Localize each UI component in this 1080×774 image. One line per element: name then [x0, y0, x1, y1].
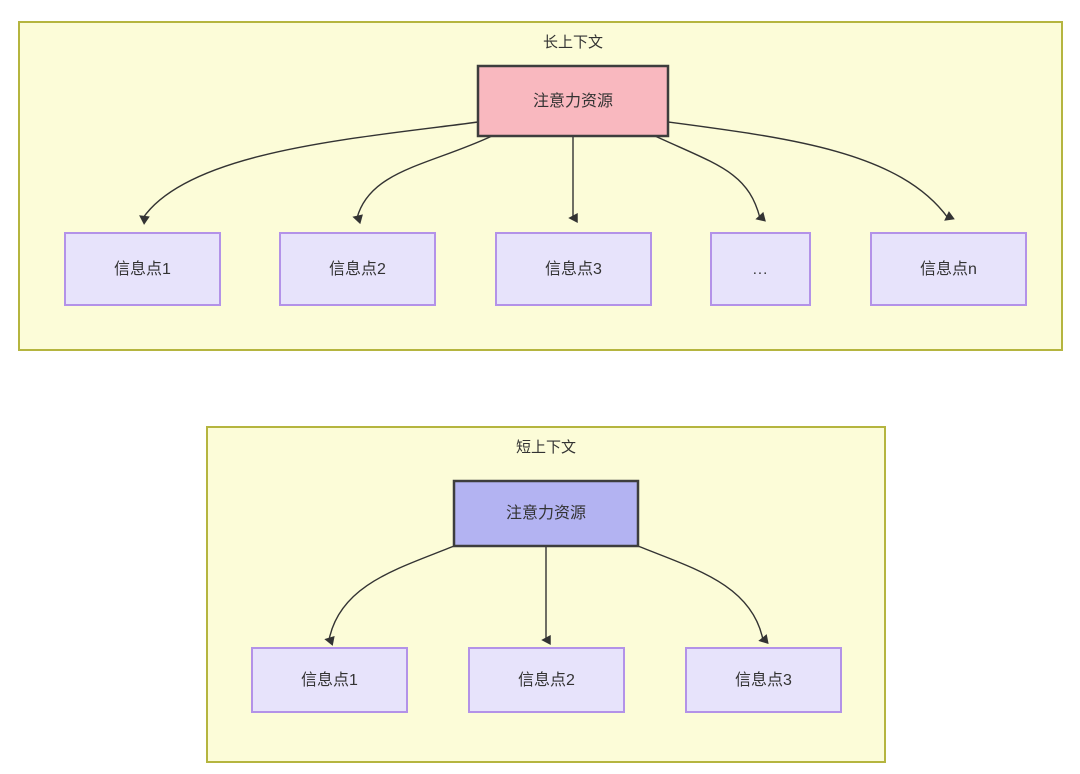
- node-info-point-2-long-box[interactable]: [279, 232, 436, 306]
- node-info-point-n-long[interactable]: 信息点n: [870, 232, 1027, 306]
- node-info-point-1-short[interactable]: 信息点1: [251, 647, 408, 713]
- panel-short-context: 短上下文 注意力资源 信息点1 信息点2: [206, 426, 886, 763]
- node-info-point-n-long-label: 信息点n: [920, 260, 977, 278]
- edge-short-root-to-info-1: [324, 545, 455, 646]
- node-info-point-3-short-label: 信息点3: [735, 671, 792, 689]
- panel-long-context: 长上下文 注意力资源 信息点1 信息点2: [18, 21, 1063, 351]
- node-info-point-1-short-box[interactable]: [251, 647, 408, 713]
- edge-short-root-to-info-3: [637, 545, 769, 645]
- edges-long-context: [139, 121, 955, 225]
- node-info-point-n-long-box[interactable]: [870, 232, 1027, 306]
- node-attention-resource-long[interactable]: 注意力资源: [476, 64, 670, 138]
- node-info-point-3-short-box[interactable]: [685, 647, 842, 713]
- node-info-point-1-long-label: 信息点1: [114, 260, 171, 278]
- panel-long-context-title: 长上下文: [543, 34, 603, 51]
- edge-root-to-info-2: [352, 135, 493, 225]
- node-info-point-2-short-label: 信息点2: [518, 671, 575, 689]
- node-info-point-1-long-box[interactable]: [64, 232, 221, 306]
- edge-root-to-info-n: [667, 121, 955, 221]
- node-info-point-ellipsis-long[interactable]: ...: [710, 232, 811, 306]
- node-info-point-3-long-label: 信息点3: [545, 260, 602, 278]
- node-attention-resource-short-box[interactable]: [452, 479, 640, 548]
- node-info-point-ellipsis-long-label: ...: [753, 261, 769, 278]
- panel-short-context-title: 短上下文: [516, 439, 576, 456]
- node-attention-resource-long-box[interactable]: [476, 64, 670, 138]
- node-info-point-2-short[interactable]: 信息点2: [468, 647, 625, 713]
- node-info-point-2-short-box[interactable]: [468, 647, 625, 713]
- node-info-point-3-short[interactable]: 信息点3: [685, 647, 842, 713]
- edges-short-context: [324, 545, 769, 646]
- edge-root-to-info-1: [139, 121, 479, 225]
- node-attention-resource-short[interactable]: 注意力资源: [452, 479, 640, 548]
- node-info-point-3-long-box[interactable]: [495, 232, 652, 306]
- node-info-point-2-long-label: 信息点2: [329, 260, 386, 278]
- node-info-point-1-long[interactable]: 信息点1: [64, 232, 221, 306]
- node-attention-resource-long-label: 注意力资源: [533, 91, 613, 110]
- node-info-point-2-long[interactable]: 信息点2: [279, 232, 436, 306]
- node-info-point-1-short-label: 信息点1: [301, 671, 358, 689]
- node-info-point-3-long[interactable]: 信息点3: [495, 232, 652, 306]
- node-attention-resource-short-label: 注意力资源: [506, 503, 586, 522]
- node-info-point-ellipsis-long-box[interactable]: [710, 232, 811, 306]
- edge-root-to-info-ellipsis: [654, 135, 766, 222]
